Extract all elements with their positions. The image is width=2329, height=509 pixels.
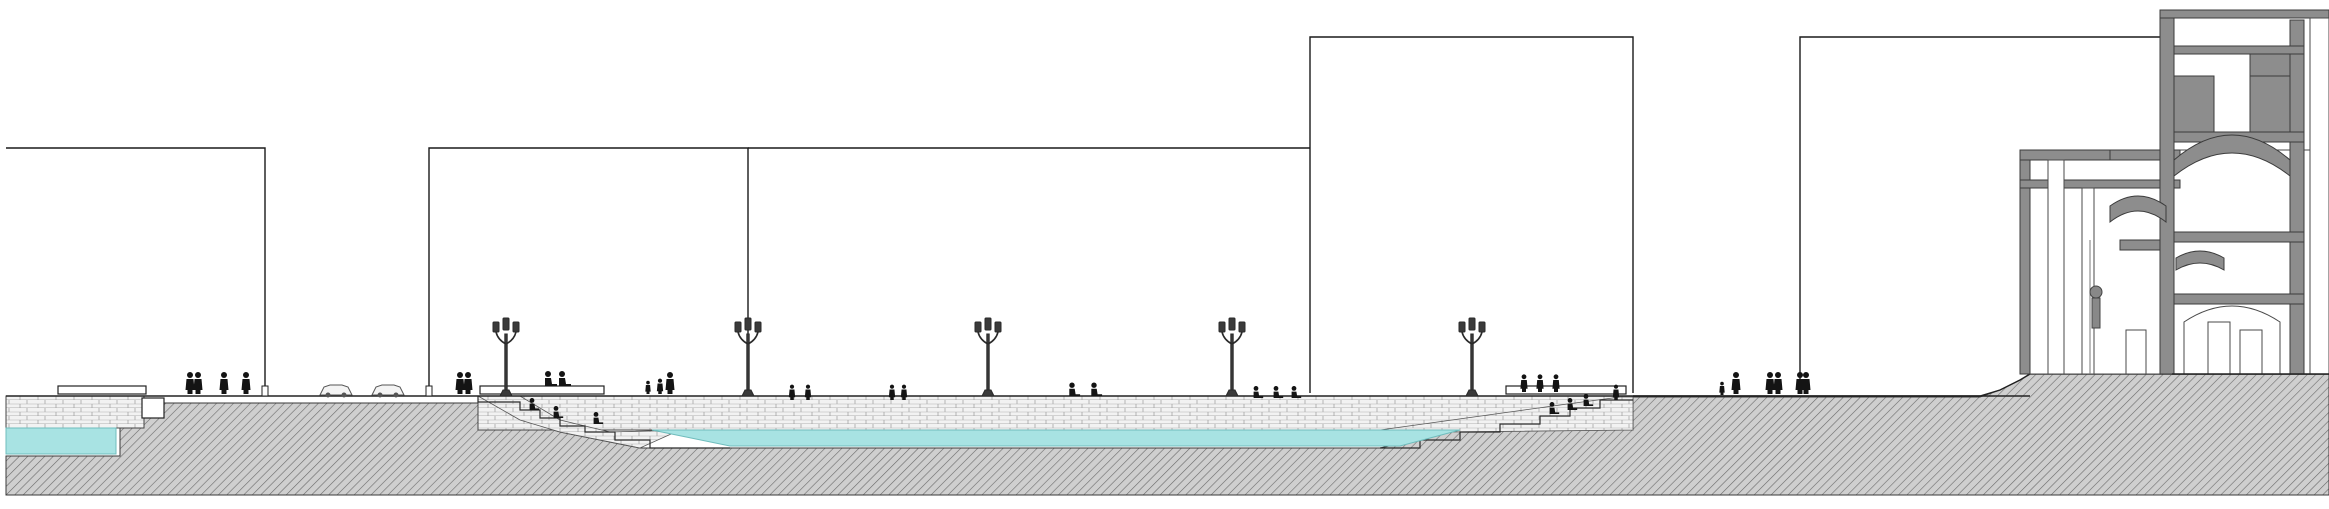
person-silhouette-icon xyxy=(241,372,251,394)
building-volume-right xyxy=(1799,36,2165,393)
street-lamp-icon xyxy=(492,317,520,397)
building-volume-center-left xyxy=(428,147,749,393)
person-silhouette-icon xyxy=(1765,372,1775,394)
person-silhouette-icon xyxy=(1091,382,1103,396)
car-icon xyxy=(319,384,353,398)
water-left-canal xyxy=(5,427,117,455)
person-silhouette-icon xyxy=(545,371,557,386)
bench-left xyxy=(57,385,147,395)
person-silhouette-icon xyxy=(665,372,675,394)
person-silhouette-icon xyxy=(645,380,651,394)
building-volume-tall xyxy=(1309,36,1634,393)
street-lamp-icon xyxy=(974,317,1002,397)
person-silhouette-icon xyxy=(185,372,195,394)
person-silhouette-icon xyxy=(1069,382,1081,396)
person-silhouette-icon xyxy=(193,372,203,394)
curb-right xyxy=(425,385,433,397)
person-silhouette-icon xyxy=(1719,381,1725,395)
water-basin xyxy=(651,429,1461,447)
embankment-left xyxy=(5,395,145,429)
person-silhouette-icon xyxy=(463,372,473,394)
street-lamp-icon xyxy=(1218,317,1246,397)
street-lamp-icon xyxy=(1458,317,1486,397)
bench-center-left xyxy=(479,385,605,395)
terrace-steps-left xyxy=(477,396,730,449)
person-silhouette-icon xyxy=(455,372,465,394)
person-silhouette-icon xyxy=(219,372,229,394)
curb-left xyxy=(261,385,269,397)
person-silhouette-icon xyxy=(559,371,571,386)
person-silhouette-icon xyxy=(1731,372,1741,394)
bench-right xyxy=(1505,385,1627,395)
terrace-steps-right xyxy=(1380,399,1633,449)
historic-building-section xyxy=(2019,9,2329,375)
car-icon xyxy=(371,384,405,398)
kiosk-left xyxy=(141,397,165,419)
person-silhouette-icon xyxy=(656,378,664,394)
building-volume-left xyxy=(6,147,266,393)
street-lamp-icon xyxy=(734,317,762,397)
person-silhouette-icon xyxy=(1773,372,1783,394)
